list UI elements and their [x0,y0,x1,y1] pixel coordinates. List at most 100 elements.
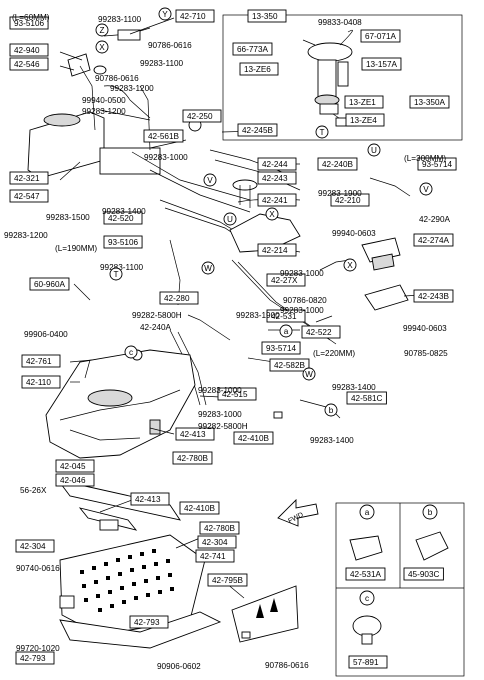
inset-header: a [359,504,375,520]
part-label-box [237,123,278,137]
part-number-text: 42-045 [60,462,86,471]
filler-tube [229,179,351,323]
part-label-box [361,57,402,71]
boxed-part-label: 42-780B [172,451,213,465]
boxed-part-label: 42-547 [9,189,49,203]
inset-header: b [422,504,438,520]
part-number-note: 42-290A [419,215,450,224]
part-number-text: 42-243B [418,292,449,301]
part-label-box [21,375,61,389]
part-label-box [409,95,450,109]
callout-circle [279,324,293,338]
part-number-note: (L=190MM) [55,244,97,253]
boxed-part-label: 42-761 [21,354,61,368]
callout-letter: W [204,264,212,273]
part-number-text: 42-582B [274,361,305,370]
boxed-part-label: 93-5714 [261,341,301,355]
part-number-text: 42-304 [202,538,228,547]
fuel-tank [45,349,196,459]
inset-header-letter: a [365,508,370,517]
part-label-box [346,391,387,405]
part-label-box [261,341,301,355]
part-number-text: 42-413 [135,495,161,504]
part-label-box [413,289,454,303]
part-label-box [217,387,257,401]
inset-header: c [359,590,375,606]
boxed-part-label: 42-280 [159,291,199,305]
reference-callout: W [302,367,316,381]
part-number-note: 99283-1000 [280,269,324,278]
part-label-box [403,567,444,581]
reference-callout: b [324,403,338,417]
clip-a-shape [349,535,383,561]
part-label-box [195,549,235,563]
part-number-note: 99940-0603 [332,229,376,238]
reference-callout: X [95,40,109,54]
part-label-box [239,62,279,76]
part-number-text: 57-891 [353,658,379,667]
heat-shield [231,585,299,643]
part-number-text: 42-214 [262,246,288,255]
part-number-text: 42-27X [271,276,298,285]
boxed-part-label: 42-243 [257,171,297,185]
boxed-part-label: 42-940 [9,43,49,57]
callout-circle [315,125,329,139]
callout-circle [265,207,279,221]
boxed-part-label: 13-ZE1 [344,95,384,109]
part-number-text: 42-546 [14,60,40,69]
part-number-note: 99282-5800H [132,311,182,320]
boxed-part-label: 93-5106 [9,16,49,30]
part-number-note: 99283-1400 [102,207,146,216]
part-number-text: 42-321 [14,174,40,183]
part-label-box [175,9,215,23]
part-number-text: 42-795B [212,576,243,585]
part-number-text: 66-773A [237,45,268,54]
inset-header-letter: b [428,508,433,517]
part-number-text: 13-ZE6 [244,65,271,74]
forward-arrow-shape [277,498,319,527]
callout-letter: X [99,43,105,52]
callout-circle [95,40,109,54]
callout-letter: a [284,327,289,336]
part-number-text: 42-304 [20,542,46,551]
part-label-box [301,325,341,339]
boxed-part-label: 42-210 [330,193,370,207]
boxed-part-label: 42-110 [21,375,61,389]
part-label-box [344,95,384,109]
part-number-text: 42-520 [108,214,134,223]
callout-circle [367,143,381,157]
part-label-box [266,273,306,287]
sender-assembly-frame [222,14,463,141]
boxed-part-label: 42-795B [207,573,248,587]
part-label-box [159,291,199,305]
part-number-note: (L=300MM) [404,154,446,163]
part-label-box [269,358,310,372]
boxed-part-label: 57-891 [348,655,388,669]
part-label-box [9,43,49,57]
part-number-text: 45-903C [408,570,439,579]
reference-callout: Z [95,23,109,37]
boxed-part-label: 42-741 [195,549,235,563]
part-label-box [9,57,49,71]
callout-letter: Z [99,26,104,35]
part-number-text: 42-244 [262,160,288,169]
boxed-part-label: 42-581C [346,391,387,405]
callout-circle [109,267,123,281]
callout-letter: T [113,270,118,279]
filler-neck-and-canister [27,27,251,213]
reference-callout: V [203,173,217,187]
part-number-note: (L=220MM) [313,349,355,358]
callout-letter: X [269,210,275,219]
callout-letter: X [347,261,353,270]
part-label-box [317,157,358,171]
part-label-box [55,459,95,473]
part-label-box [199,521,240,535]
boxed-part-label: 42-27X [266,273,306,287]
part-label-box [345,113,385,127]
part-number-text: 42-940 [14,46,40,55]
callout-circle [302,367,316,381]
boxed-part-label: 45-903C [403,567,444,581]
inset-header-circle [359,504,375,520]
boxed-part-label: 42-520 [103,211,143,225]
